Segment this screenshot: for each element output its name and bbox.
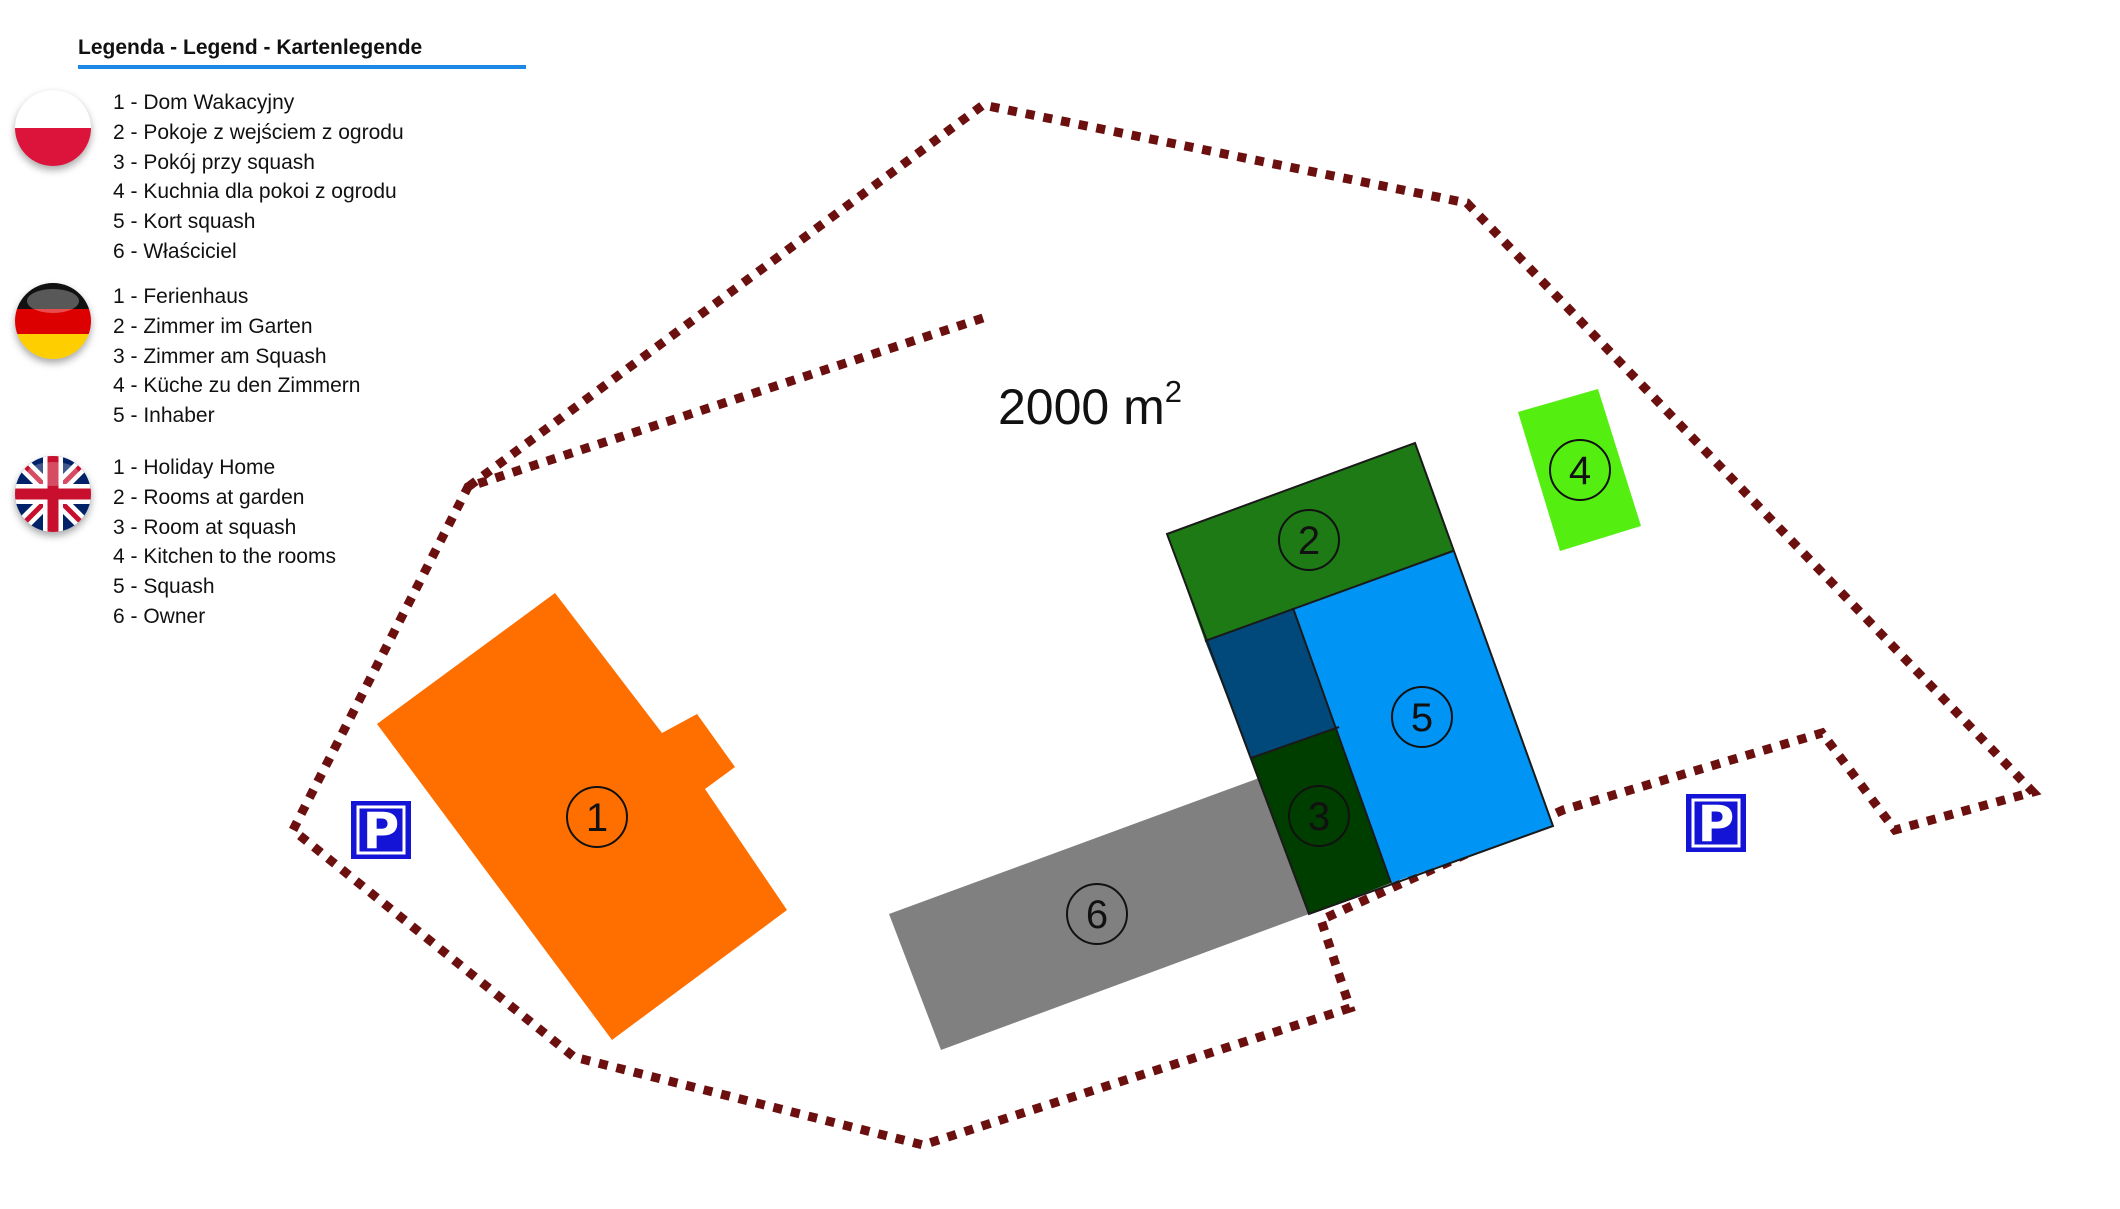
legend-list-german: 1 - Ferienhaus 2 - Zimmer im Garten 3 - … [113, 282, 360, 431]
legend-item: 3 - Pokój przy squash [113, 150, 315, 174]
marker-3-ring [1288, 785, 1350, 847]
legend-item: 2 - Rooms at garden [113, 485, 305, 509]
uk-flag-icon [15, 456, 91, 532]
germany-flag-icon [15, 283, 91, 359]
parking-sign-right: P [1686, 794, 1746, 853]
marker-4-ring [1549, 439, 1611, 501]
svg-text:P: P [1698, 795, 1735, 853]
legend-list-english: 1 - Holiday Home 2 - Rooms at garden 3 -… [113, 453, 336, 632]
legend-item: 1 - Ferienhaus [113, 285, 249, 308]
legend-item: 4 - Küche zu den Zimmern [113, 374, 361, 398]
building-5 [1293, 551, 1553, 883]
legend-title: Legenda - Legend - Kartenlegende [78, 36, 423, 59]
legend-item: 3 - Zimmer am Squash [113, 344, 327, 368]
building-6 [889, 774, 1309, 1050]
building-1 [377, 593, 787, 1040]
legend-item: 1 - Holiday Home [113, 456, 276, 479]
parking-sign-left: P [351, 801, 411, 860]
legend-item: 6 - Właściciel [113, 239, 237, 263]
building-3 [1251, 727, 1391, 914]
legend-underline [78, 65, 526, 69]
legend-item: 2 - Pokoje z wejściem z ogrodu [113, 120, 404, 144]
svg-text:P: P [363, 802, 400, 860]
marker-5-ring [1391, 686, 1453, 748]
legend-item: 3 - Room at squash [113, 515, 297, 539]
legend-item: 1 - Dom Wakacyjny [113, 91, 295, 114]
legend-item: 5 - Inhaber [113, 404, 215, 428]
legend-list-polish: 1 - Dom Wakacyjny 2 - Pokoje z wejściem … [113, 88, 404, 267]
marker-6-label: 6 [1086, 893, 1108, 937]
area-label: 2000 m2 [998, 374, 1182, 436]
legend-item: 2 - Zimmer im Garten [113, 314, 313, 338]
area-value: 2000 m [998, 379, 1165, 435]
legend-item: 4 - Kitchen to the rooms [113, 545, 336, 569]
marker-2-ring [1278, 509, 1340, 571]
legend-item: 5 - Kort squash [113, 210, 256, 234]
marker-2-label: 2 [1298, 519, 1320, 563]
building-4 [1518, 389, 1641, 551]
marker-5-label: 5 [1411, 696, 1433, 740]
marker-3-label: 3 [1308, 795, 1330, 839]
area-superscript: 2 [1164, 374, 1183, 410]
building-2 [1167, 443, 1453, 641]
legend-item: 6 - Owner [113, 604, 206, 628]
poland-flag-icon [15, 90, 91, 166]
legend-item: 5 - Squash [113, 575, 215, 599]
marker-4-label: 4 [1569, 449, 1591, 493]
marker-6-ring [1066, 883, 1128, 945]
legend-item: 4 - Kuchnia dla pokoi z ogrodu [113, 180, 397, 204]
marker-1-ring [566, 786, 628, 848]
marker-1-label: 1 [586, 796, 608, 840]
